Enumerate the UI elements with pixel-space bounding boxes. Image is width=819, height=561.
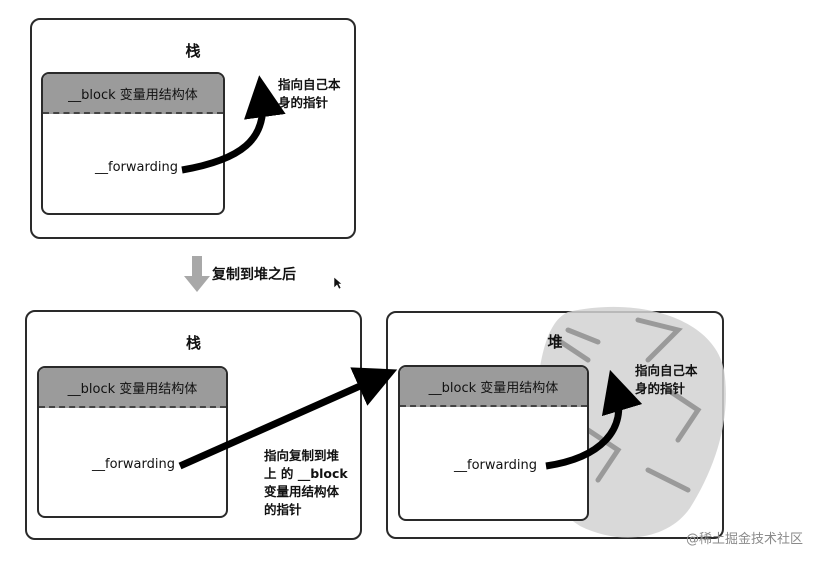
top-self-pointer-note: 指向自己本 身的指针 xyxy=(278,76,341,112)
heap-block-struct: __block 变量用结构体 xyxy=(398,365,589,521)
heap-self-pointer-note: 指向自己本 身的指针 xyxy=(635,362,698,398)
copy-to-heap-label: 复制到堆之后 xyxy=(212,267,296,283)
heap-struct-header: __block 变量用结构体 xyxy=(400,367,587,407)
heap-forwarding-label: __forwarding xyxy=(454,458,537,473)
heap-note-line-3: 变量用结构体 xyxy=(264,484,340,499)
bottom-stack-title: 栈 xyxy=(185,334,201,352)
heap-self-pointer-arrow xyxy=(545,369,643,470)
heap-note-line-1: 指向复制到堆 xyxy=(264,448,340,463)
heap-note-line-4: 的指针 xyxy=(264,502,302,517)
mouse-cursor-icon xyxy=(333,276,343,290)
bottom-stack-forwarding-label: __forwarding xyxy=(92,457,175,472)
stack-to-heap-arrow xyxy=(178,367,398,470)
top-note-line-1: 指向自己本 xyxy=(278,77,341,92)
top-block-struct: __block 变量用结构体 xyxy=(41,72,225,215)
copy-down-arrow-icon xyxy=(184,256,210,292)
top-self-pointer-arrow xyxy=(181,75,286,174)
top-stack-title: 栈 xyxy=(185,42,201,60)
top-note-line-2: 身的指针 xyxy=(278,95,329,110)
bottom-stack-struct-header: __block 变量用结构体 xyxy=(39,368,226,408)
heap-self-note-line-2: 身的指针 xyxy=(635,381,686,396)
heap-pointer-note: 指向复制到堆 上 的 __block 变量用结构体 的指针 xyxy=(264,447,348,519)
heap-note-line-2: 上 的 __block xyxy=(264,466,348,481)
heap-self-note-line-1: 指向自己本 xyxy=(635,363,698,378)
watermark: @稀土掘金技术社区 xyxy=(685,532,803,547)
bottom-stack-block-struct: __block 变量用结构体 xyxy=(37,366,228,518)
heap-title: 堆 xyxy=(547,333,563,351)
top-forwarding-label: __forwarding xyxy=(95,160,178,175)
top-struct-header: __block 变量用结构体 xyxy=(43,74,223,114)
